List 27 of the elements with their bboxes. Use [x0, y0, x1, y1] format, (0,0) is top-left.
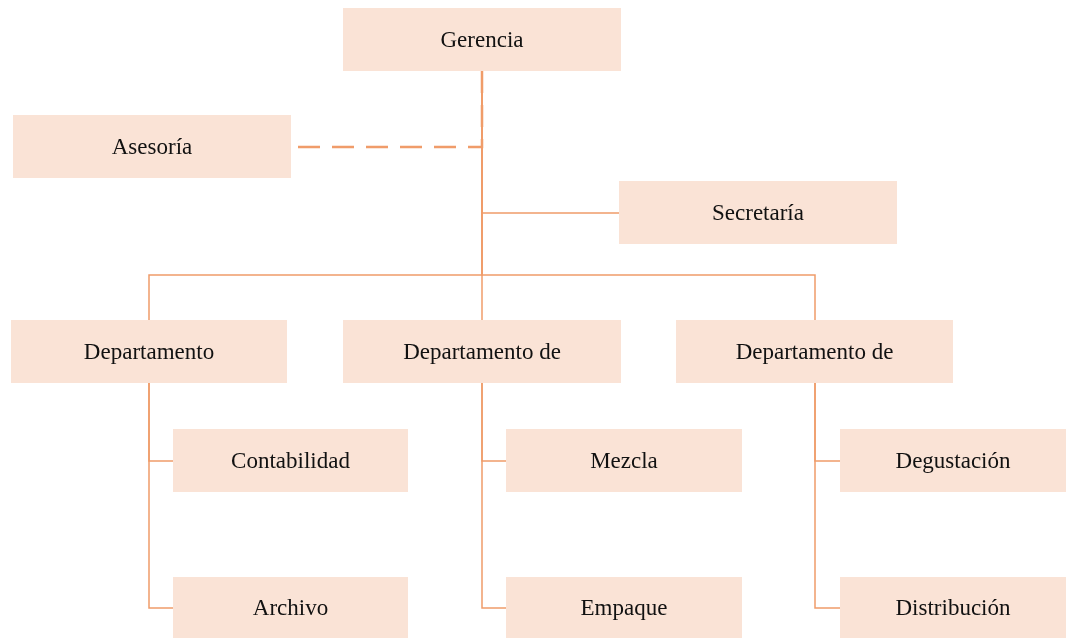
- org-box: [343, 8, 621, 71]
- connector-line: [481, 382, 507, 609]
- box-label: Contabilidad: [231, 447, 350, 474]
- org-box: [173, 577, 408, 638]
- org-box: [343, 320, 621, 383]
- org-box: [173, 429, 408, 492]
- box-label: Asesoría: [111, 133, 193, 160]
- connector-line: [148, 382, 174, 609]
- box-label: Departamento de: [403, 338, 561, 365]
- box-label: Mezcla: [590, 447, 658, 474]
- org-box: [13, 115, 291, 178]
- org-box: [676, 320, 953, 383]
- box-label: Distribución: [895, 594, 1011, 621]
- org-box: [506, 429, 742, 492]
- org-box: [11, 320, 287, 383]
- box-label: Degustación: [895, 447, 1011, 474]
- box-label: Empaque: [580, 594, 668, 621]
- org-box: [506, 577, 742, 638]
- org-box: [619, 181, 897, 244]
- box-label: Gerencia: [440, 26, 524, 53]
- box-label: Departamento: [83, 338, 215, 365]
- box-label: Departamento de: [735, 338, 894, 365]
- box-label: Archivo: [252, 594, 329, 621]
- box-label: Secretaría: [712, 199, 804, 226]
- org-box: [840, 577, 1066, 638]
- connector-line: [814, 382, 841, 609]
- org-box: [840, 429, 1066, 492]
